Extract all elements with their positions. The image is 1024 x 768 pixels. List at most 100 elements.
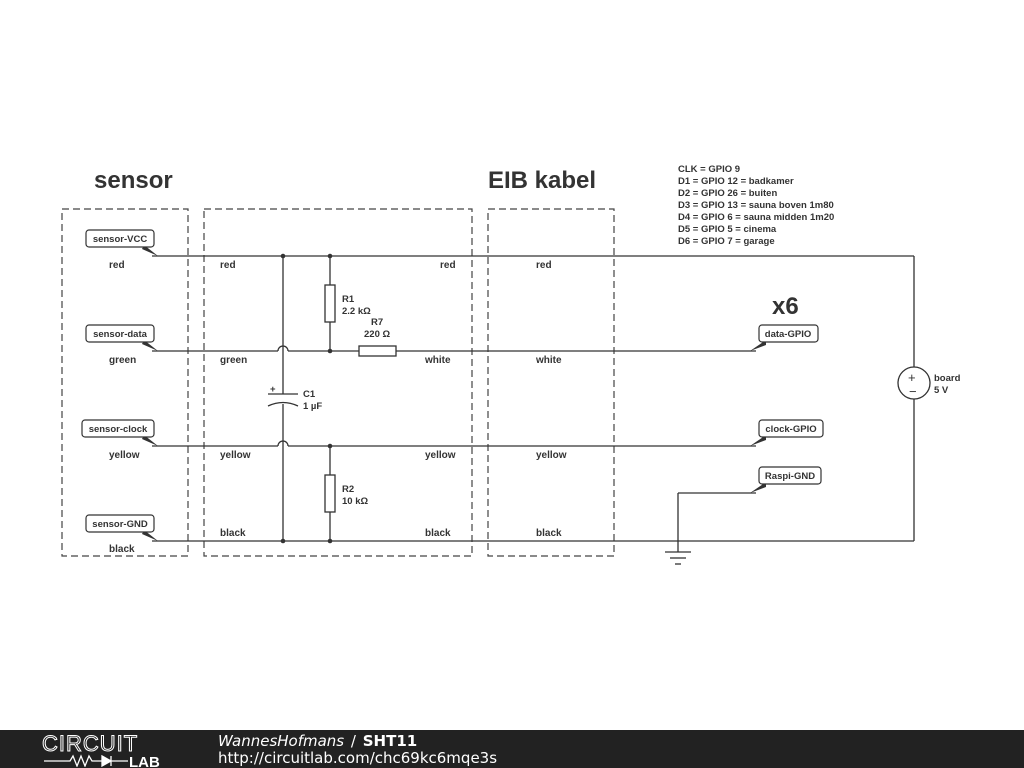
wire-color-label: green xyxy=(109,355,136,366)
flag-box xyxy=(81,419,155,438)
junctions xyxy=(280,253,333,544)
flag-text: sensor-VCC xyxy=(93,234,148,245)
logo-text-top: CIRCUIT xyxy=(42,733,138,756)
multiplier-label: x6 xyxy=(772,293,799,320)
flag-pointer xyxy=(750,435,766,446)
flag-box xyxy=(758,324,819,343)
flag-text: data-GPIO xyxy=(765,329,811,340)
flag-box xyxy=(85,229,155,248)
flag-box xyxy=(758,419,824,438)
flag-pointer xyxy=(142,530,158,541)
circuit-url-link[interactable]: http://circuitlab.com/chc69kc6mqe3s xyxy=(218,749,498,767)
logo-text-bottom: LAB xyxy=(129,754,160,767)
r1-value: 2.2 kΩ xyxy=(342,306,371,317)
wire-color-label: white xyxy=(535,355,562,366)
flag-box xyxy=(85,324,155,343)
wire-color-labels: red red red red green green white white … xyxy=(109,260,567,555)
flag-pointer xyxy=(142,340,158,351)
r2-resistor[interactable] xyxy=(324,474,336,513)
net-label-sensor-data[interactable]: sensor-data xyxy=(85,324,158,351)
c1-value: 1 µF xyxy=(303,401,322,412)
flag-text: sensor-GND xyxy=(92,519,148,530)
components-group-box xyxy=(203,208,473,557)
junction-dot xyxy=(280,253,286,259)
gpio-note: D5 = GPIO 5 = cinema xyxy=(678,224,777,235)
r2-value: 10 kΩ xyxy=(342,496,368,507)
wire-color-label: black xyxy=(220,528,246,539)
plus-sign: + xyxy=(270,384,276,395)
junction-dot xyxy=(327,348,333,354)
r7-value: 220 Ω xyxy=(364,329,390,340)
sensor-heading: sensor xyxy=(94,167,173,194)
wire-color-label: red xyxy=(109,260,125,271)
net-label-data-gpio[interactable]: data-GPIO xyxy=(750,324,819,351)
net-label-sensor-vcc[interactable]: sensor-VCC xyxy=(85,229,158,256)
gpio-note: CLK = GPIO 9 xyxy=(678,164,740,175)
footer-bar: CIRCUIT LAB WannesHofmans / SHT11 http:/… xyxy=(0,730,1024,768)
r1-resistor[interactable] xyxy=(324,284,336,323)
eib-heading: EIB kabel xyxy=(488,167,596,194)
r1-name: R1 xyxy=(342,294,355,305)
flag-pointer xyxy=(750,340,766,351)
circuitlab-logo[interactable]: CIRCUIT LAB xyxy=(42,733,182,767)
net-label-sensor-clock[interactable]: sensor-clock xyxy=(81,419,158,446)
wire-color-label: white xyxy=(424,355,451,366)
flag-box xyxy=(758,466,822,485)
flag-pointer xyxy=(750,482,766,493)
eib-cable-group-box xyxy=(487,208,615,557)
flag-text: sensor-clock xyxy=(89,424,148,435)
flag-text: sensor-data xyxy=(93,329,148,340)
flag-box xyxy=(85,514,155,533)
gpio-note: D1 = GPIO 12 = badkamer xyxy=(678,176,794,187)
r7-resistor[interactable] xyxy=(358,345,397,357)
author-link[interactable]: WannesHofmans xyxy=(218,732,345,750)
gpio-note: D2 = GPIO 26 = buiten xyxy=(678,188,777,199)
gpio-notes: CLK = GPIO 9 D1 = GPIO 12 = badkamer D2 … xyxy=(678,164,834,247)
net-label-clock-gpio[interactable]: clock-GPIO xyxy=(750,419,824,446)
wire-color-label: red xyxy=(536,260,552,271)
r2-name: R2 xyxy=(342,484,354,495)
wire-color-label: yellow xyxy=(425,450,456,461)
wire-color-label: black xyxy=(109,544,135,555)
flag-pointer xyxy=(142,435,158,446)
r7-name: R7 xyxy=(371,317,383,328)
schematic: sensor EIB kabel x6 CLK = GPIO 9 D1 = GP… xyxy=(61,164,961,565)
gpio-note: D3 = GPIO 13 = sauna boven 1m80 xyxy=(678,200,834,211)
source-circle xyxy=(897,366,931,400)
minus-icon: − xyxy=(909,384,917,399)
c1-plate xyxy=(267,401,299,407)
flag-pointer xyxy=(142,245,158,256)
wire-color-label: black xyxy=(425,528,451,539)
footer-title-line: WannesHofmans / SHT11 xyxy=(218,732,417,750)
c1-name: C1 xyxy=(303,389,316,400)
junction-dot xyxy=(327,443,333,449)
gpio-note: D4 = GPIO 6 = sauna midden 1m20 xyxy=(678,212,834,223)
net-label-sensor-gnd[interactable]: sensor-GND xyxy=(85,514,158,541)
wire-color-label: red xyxy=(220,260,236,271)
ground-symbol xyxy=(665,551,691,565)
resistor-glyph xyxy=(44,754,102,767)
junction-dot xyxy=(280,538,286,544)
wire-color-label: black xyxy=(536,528,562,539)
wire-color-label: yellow xyxy=(109,450,140,461)
flag-text: Raspi-GND xyxy=(765,471,815,482)
gpio-note: D6 = GPIO 7 = garage xyxy=(678,236,775,247)
plus-icon: + xyxy=(908,370,916,385)
wire-color-label: yellow xyxy=(220,450,251,461)
c1-capacitor[interactable]: + xyxy=(267,384,299,407)
wire-color-label: yellow xyxy=(536,450,567,461)
separator: / xyxy=(350,732,356,750)
board-name: board xyxy=(934,373,961,384)
net-label-raspi-gnd[interactable]: Raspi-GND xyxy=(750,466,822,493)
junction-dot xyxy=(327,253,333,259)
flag-text: clock-GPIO xyxy=(765,424,816,435)
circuit-title[interactable]: SHT11 xyxy=(362,732,418,750)
wire-color-label: red xyxy=(440,260,456,271)
wire-color-label: green xyxy=(220,355,247,366)
diode-glyph xyxy=(101,754,113,767)
wires xyxy=(152,255,915,552)
sensor-group-box xyxy=(61,208,189,557)
board-voltage-source[interactable]: + − xyxy=(897,366,931,400)
junction-dot xyxy=(327,538,333,544)
board-value: 5 V xyxy=(934,385,949,396)
